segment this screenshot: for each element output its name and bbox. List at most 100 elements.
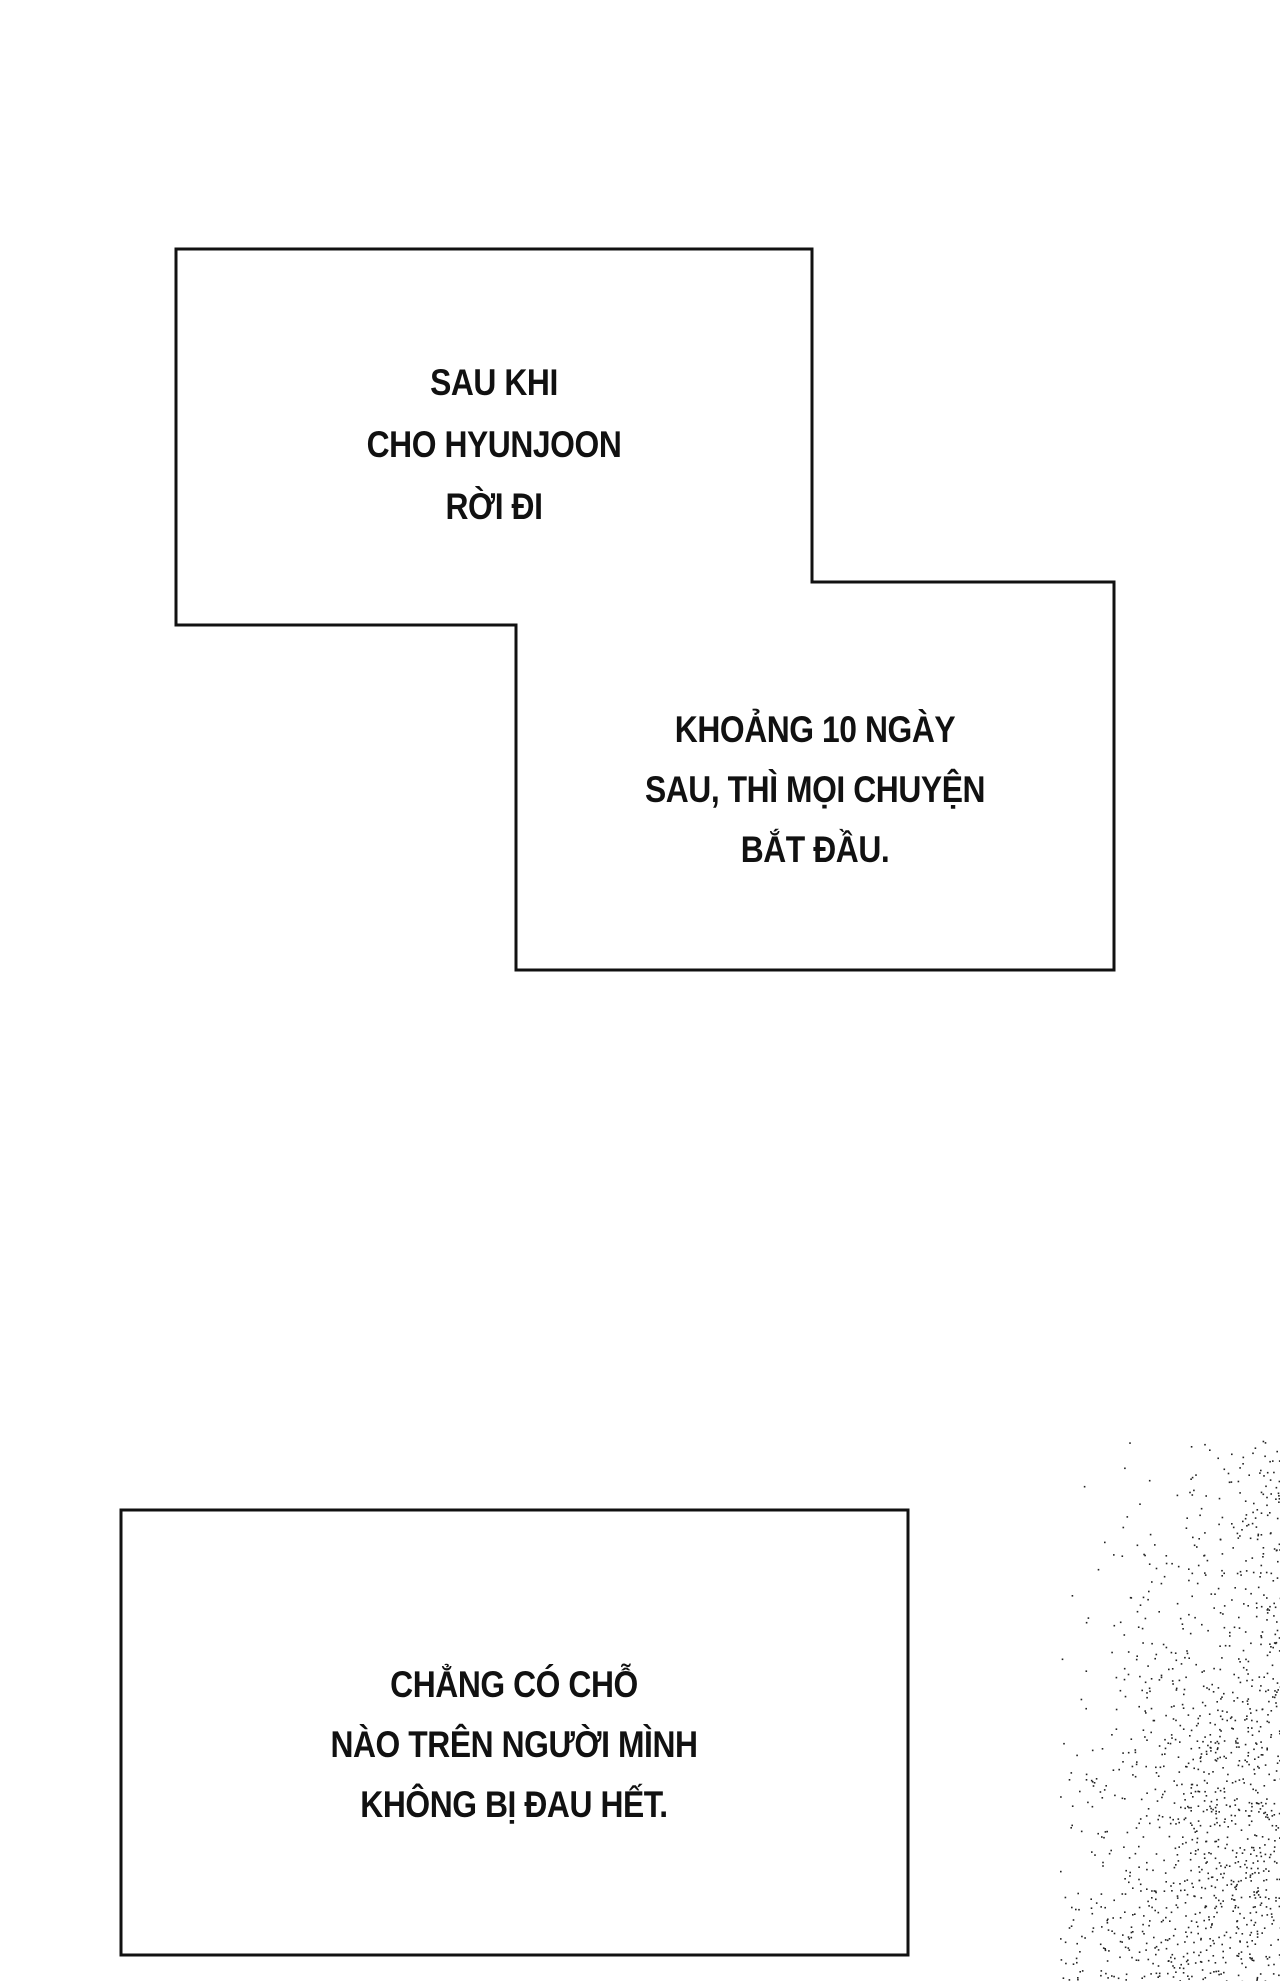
noise-dot [1077,1978,1079,1981]
noise-dot [1090,1779,1093,1782]
caption-line: SAU, THÌ MỌI CHUYỆN [644,769,986,810]
noise-dot [1192,1758,1194,1761]
noise-dot [1080,1698,1083,1701]
noise-dot [1260,1534,1263,1536]
noise-dot [1182,1972,1185,1974]
noise-dot [1253,1768,1255,1771]
noise-dot [1242,1778,1244,1780]
noise-dot [1203,1555,1205,1557]
noise-dot [1256,1978,1258,1980]
noise-dot [1237,1974,1240,1977]
noise-dot [1270,1734,1273,1736]
noise-dot [1243,1603,1245,1605]
noise-dot [1178,1679,1181,1682]
noise-dot [1128,1857,1131,1859]
noise-dot [1182,1728,1185,1730]
noise-dot [1238,1779,1241,1781]
noise-dot [1257,1534,1259,1537]
noise-dot [1239,1681,1242,1684]
noise-dot [1072,1919,1075,1921]
noise-dot [1126,1831,1129,1834]
noise-dot [1122,1934,1124,1936]
noise-dot [1197,1820,1200,1822]
noise-dot [1123,1634,1126,1636]
noise-dot [1221,1657,1223,1659]
noise-dot [1238,1760,1241,1762]
caption-line: KHÔNG BỊ ĐAU HẾT. [360,1784,668,1825]
noise-dot [1237,1955,1240,1957]
noise-dot [1249,1537,1252,1540]
noise-dot [1269,1853,1272,1856]
noise-dot [1121,1555,1124,1557]
noise-dot [1239,1570,1242,1573]
noise-dot [1154,1788,1157,1791]
noise-dot [1209,1945,1212,1947]
noise-dot [1223,1755,1225,1758]
noise-dot [1192,1707,1195,1710]
noise-dot [1228,1645,1231,1647]
noise-dot [1221,1943,1223,1946]
noise-dot [1189,1822,1192,1824]
noise-dot [1269,1479,1272,1481]
noise-dot [1258,1872,1260,1874]
noise-dot [1244,1743,1247,1746]
noise-dot [1227,1773,1229,1776]
noise-dot [1184,1656,1186,1659]
noise-dot [1187,1714,1190,1716]
noise-dot [1246,1679,1248,1682]
noise-dot [1060,1959,1063,1961]
noise-dot [1139,1818,1142,1820]
noise-dot [1268,1956,1271,1959]
noise-dot [1186,1652,1189,1655]
noise-dot [1219,1668,1222,1671]
noise-dot [1251,1734,1254,1736]
noise-dot [1216,1740,1219,1743]
noise-dot [1251,1522,1254,1525]
noise-dot [1251,1957,1253,1960]
noise-dot [1223,1791,1226,1793]
noise-dot [1194,1831,1197,1833]
noise-dot [1243,1917,1245,1919]
noise-dot [1232,1526,1235,1529]
noise-dot [1278,1637,1280,1639]
noise-dot [1127,1936,1130,1938]
noise-dot [1207,1877,1210,1880]
noise-dot [1180,1663,1183,1665]
noise-dot [1238,1627,1241,1629]
noise-dot [1174,1928,1177,1930]
noise-dot [1224,1847,1227,1850]
noise-dot [1214,1962,1217,1964]
noise-dot [1199,1911,1201,1914]
noise-dot [1210,1747,1212,1749]
noise-dot [1206,1687,1208,1689]
noise-dot [1187,1963,1190,1965]
noise-dot [1171,1668,1174,1670]
noise-dot [1231,1727,1233,1730]
noise-dot [1191,1494,1194,1496]
noise-dot [1201,1868,1203,1871]
noise-dot [1091,1930,1094,1933]
noise-dot [1208,1918,1210,1921]
noise-dot [1108,1852,1111,1855]
noise-dot [1197,1717,1200,1720]
noise-dot [1122,1526,1125,1529]
noise-dot [1232,1728,1234,1730]
noise-dot [1171,1562,1173,1565]
noise-dot [1203,1853,1206,1855]
noise-dot [1269,1643,1271,1645]
caption-line: NÀO TRÊN NGƯỜI MÌNH [330,1724,698,1765]
caption-2: KHOẢNG 10 NGÀY SAU, THÌ MỌI CHUYỆN BẮT Đ… [644,700,986,880]
noise-dot [1259,1973,1262,1975]
noise-dot [1263,1812,1265,1815]
noise-dot [1200,1961,1203,1963]
noise-dot [1278,1498,1280,1500]
noise-dot [1140,1890,1142,1892]
noise-dot [1076,1754,1078,1757]
noise-dot [1144,1736,1146,1738]
noise-dot [1255,1526,1258,1528]
noise-dot [1237,1861,1240,1863]
noise-dot [1203,1919,1205,1922]
noise-dot [1259,1808,1262,1810]
noise-dot [1197,1848,1199,1851]
noise-dot [1085,1779,1088,1781]
